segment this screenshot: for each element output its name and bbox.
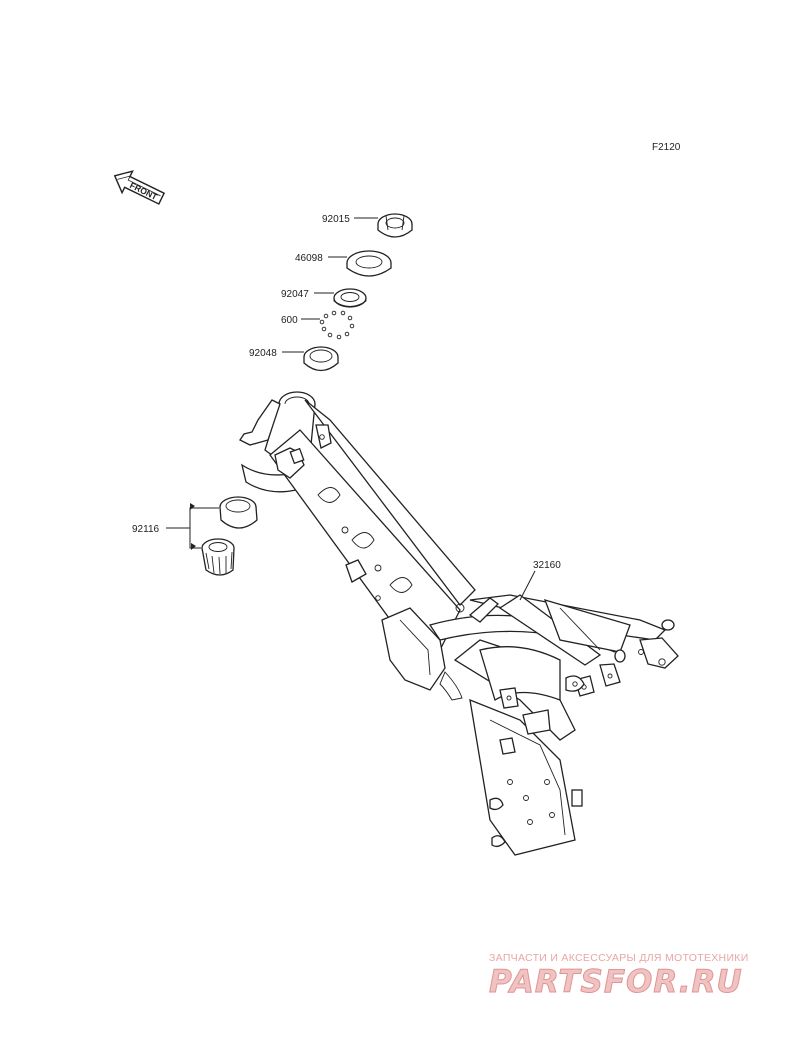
part-600-balls bbox=[319, 310, 355, 340]
part-label-92015: 92015 bbox=[322, 214, 350, 225]
part-label-92116: 92116 bbox=[132, 524, 160, 535]
part-label-32160: 32160 bbox=[533, 560, 561, 571]
leader-32160 bbox=[519, 570, 536, 601]
part-92015-nut bbox=[377, 213, 413, 238]
part-label-600: 600 bbox=[281, 315, 298, 326]
frame-32160 bbox=[239, 391, 679, 856]
part-46098-cap bbox=[346, 250, 392, 277]
front-arrow-icon: FRONT bbox=[113, 170, 166, 205]
watermark-logo: PARTSFOR.RU bbox=[489, 964, 743, 1001]
part-92047-race bbox=[333, 288, 367, 308]
part-label-92047: 92047 bbox=[281, 289, 309, 300]
figure-code: F2120 bbox=[652, 142, 681, 153]
part-92116-upper-race bbox=[219, 496, 258, 529]
part-92116-taper-bearing bbox=[201, 538, 235, 576]
part-label-46098: 46098 bbox=[295, 253, 323, 264]
part-92048-race bbox=[303, 346, 339, 372]
part-label-92048: 92048 bbox=[249, 348, 277, 359]
watermark-tagline: ЗАПЧАСТИ И АКСЕССУАРЫ ДЛЯ МОТОТЕХНИКИ bbox=[489, 952, 749, 964]
